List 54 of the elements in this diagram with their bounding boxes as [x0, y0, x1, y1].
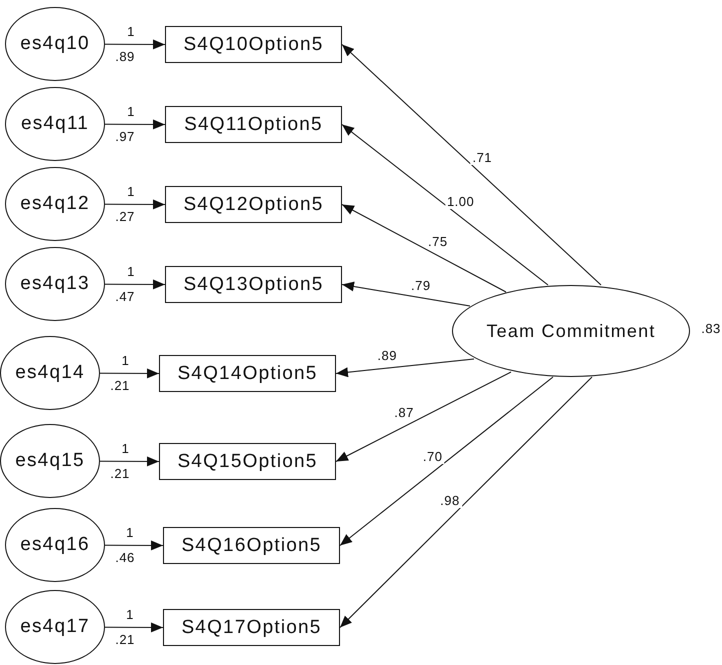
coefficient-label: .21 — [108, 379, 132, 393]
edge-label: .87 — [392, 406, 416, 420]
observed-variable-box — [159, 443, 336, 480]
variable-name: S4Q13Option5 — [183, 274, 324, 296]
coefficient-label: .97 — [113, 130, 137, 144]
coefficient-label: .21 — [113, 633, 137, 647]
observed-variable-box — [165, 266, 342, 303]
observed-variable-box — [163, 527, 340, 564]
observed-variable-box — [165, 106, 342, 143]
variable-name: S4Q15Option5 — [177, 450, 318, 472]
observed-variable-box — [159, 355, 336, 392]
variable-name: es4q12 — [20, 193, 90, 215]
arrow — [104, 540, 164, 550]
arrow — [340, 376, 554, 546]
variable-name: S4Q12Option5 — [183, 194, 324, 216]
variable-name: Team Commitment — [486, 320, 656, 342]
edge-label: .75 — [426, 235, 450, 250]
edge-label: 1.00 — [444, 194, 476, 209]
variable-name: S4Q16Option5 — [181, 534, 322, 556]
variance-label: .83 — [699, 322, 722, 336]
variable-name: S4Q11Option5 — [184, 114, 323, 136]
arrow — [104, 622, 164, 632]
arrow — [336, 358, 474, 378]
variable-name: es4q15 — [15, 450, 85, 472]
variable-name: es4q11 — [20, 113, 90, 135]
arrow — [104, 119, 166, 130]
arrow — [100, 456, 160, 466]
edge-label: .98 — [438, 494, 462, 508]
observed-variable-box — [163, 609, 340, 646]
coefficient-label: .89 — [113, 50, 137, 64]
arrow — [104, 199, 166, 210]
arrow — [104, 39, 166, 50]
variable-name: S4Q17Option5 — [181, 616, 322, 638]
arrow — [340, 376, 592, 628]
arrow — [100, 368, 160, 378]
variable-name: es4q17 — [20, 616, 90, 638]
arrow — [336, 372, 512, 462]
variable-name: es4q13 — [20, 273, 90, 295]
arrow — [342, 44, 602, 286]
variable-name: es4q14 — [15, 362, 85, 384]
arrow — [342, 124, 548, 286]
variable-name: es4q10 — [20, 33, 90, 55]
coefficient-label: .21 — [108, 467, 132, 481]
coefficient-label: .27 — [113, 210, 137, 224]
variable-name: es4q16 — [20, 534, 90, 556]
observed-variable-box — [165, 186, 342, 223]
observed-variable-box — [165, 26, 342, 63]
arrow — [104, 279, 166, 290]
variable-name: S4Q10Option5 — [183, 34, 324, 56]
arrow — [342, 282, 470, 306]
variable-name: S4Q14Option5 — [177, 362, 318, 384]
coefficient-label: .46 — [113, 551, 137, 565]
arrow — [342, 204, 506, 292]
coefficient-label: .47 — [113, 290, 137, 304]
